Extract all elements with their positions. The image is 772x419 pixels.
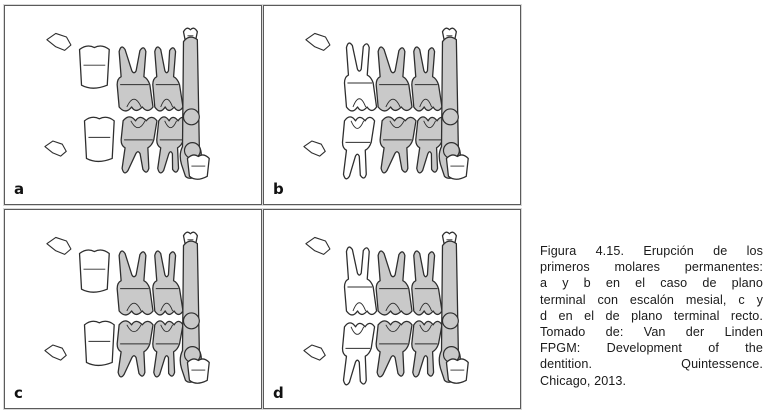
first-permanent-molar-upper (343, 42, 378, 112)
second-primary-molar-upper-cusp-line (385, 302, 401, 312)
second-primary-molar-upper (116, 250, 154, 316)
panel-label-c: c (14, 384, 23, 402)
panel-label-b: b (273, 180, 284, 198)
second-primary-molar-upper (116, 46, 154, 112)
first-permanent-molar-upper-bud (78, 249, 110, 293)
lower-canine-crown (186, 358, 210, 384)
first-permanent-molar-upper-cusp-line (352, 302, 367, 312)
first-primary-molar-upper (152, 46, 184, 112)
first-primary-molar-upper-cusp-line (419, 302, 433, 312)
fragment-upper-left (46, 236, 72, 255)
caption-line: Chicago, 2013. (540, 373, 627, 388)
caption-line: d en el de plano terminal recto. (540, 308, 763, 323)
second-primary-molar-upper (375, 250, 413, 316)
first-primary-molar-lower (411, 320, 443, 378)
fragment-lower-left (44, 344, 67, 361)
second-primary-molar-upper-cusp-line (126, 98, 142, 108)
first-primary-molar-lower (152, 320, 184, 378)
fragment-upper-left (46, 32, 72, 51)
dental-diagram-a (44, 27, 210, 180)
first-primary-molar-upper (411, 46, 443, 112)
first-permanent-molar-lower-cusp-line (350, 120, 365, 129)
fragment-upper-left (305, 236, 331, 255)
second-primary-molar-lower (379, 116, 417, 174)
first-primary-molar-lower-cusp-line (423, 120, 436, 129)
first-primary-molar-lower-cusp-line (419, 324, 433, 333)
first-primary-molar-upper-cusp-line (419, 98, 433, 108)
canine-root-crown (441, 312, 459, 330)
first-permanent-molar-lower-cusp-line (350, 326, 365, 335)
caption-line: Tomado de: Van der Linden (540, 325, 763, 340)
first-primary-molar-lower (156, 116, 188, 174)
lower-canine-crown (445, 358, 469, 384)
first-primary-molar-upper-cusp-line (160, 302, 174, 312)
first-primary-molar-upper (411, 250, 443, 316)
caption-line: a y b en el caso de plano (540, 276, 763, 291)
first-primary-molar-lower (415, 116, 447, 174)
second-primary-molar-lower (120, 116, 158, 174)
first-permanent-molar-lower (341, 322, 376, 386)
caption-line: dentition. Quintessence. (540, 357, 763, 372)
first-primary-molar-upper-cusp-line (160, 98, 174, 108)
panel-c: c (4, 209, 262, 409)
caption-line: primeros molares permanentes: (540, 260, 763, 275)
second-primary-molar-lower-cusp-line (126, 324, 142, 333)
fragment-lower-left (303, 344, 326, 361)
first-permanent-molar-upper-cusp-line (352, 98, 367, 108)
panel-a: a (4, 5, 262, 205)
first-primary-molar-lower-cusp-line (164, 120, 177, 129)
figure-caption: Figura 4.15. Erupción de los primeros mo… (540, 243, 763, 389)
second-primary-molar-upper-cusp-line (126, 302, 142, 312)
canine-root-crown (441, 108, 459, 126)
dental-diagram-d (303, 231, 469, 386)
first-permanent-molar-upper (343, 246, 378, 316)
second-primary-molar-lower-cusp-line (385, 324, 401, 333)
fragment-upper-left (305, 32, 331, 51)
canine-root-crown (182, 108, 200, 126)
first-permanent-molar-lower-bud (83, 116, 115, 163)
second-primary-molar-lower-cusp-line (389, 120, 405, 129)
caption-line: terminal con escalón mesial, c y (540, 292, 763, 307)
canine-root-crown (182, 312, 200, 330)
first-primary-molar-upper (152, 250, 184, 316)
second-primary-molar-lower (116, 320, 154, 378)
first-primary-molar-lower-cusp-line (160, 324, 174, 333)
fragment-lower-left (44, 140, 67, 157)
fragment-lower-left (303, 140, 326, 157)
first-permanent-molar-lower (341, 116, 376, 180)
second-primary-molar-lower (375, 320, 413, 378)
panel-b: b (263, 5, 521, 205)
dentition-figure: a b c d (4, 5, 521, 409)
panel-label-a: a (14, 180, 25, 198)
panel-d: d (263, 209, 521, 409)
lower-canine-crown (445, 154, 469, 180)
second-primary-molar-upper (375, 46, 413, 112)
panel-label-d: d (273, 384, 284, 402)
first-permanent-molar-upper-bud (78, 45, 110, 89)
first-permanent-molar-lower-bud (83, 320, 115, 367)
caption-line: Figura 4.15. Erupción de los (540, 244, 763, 258)
lower-canine-crown (186, 154, 210, 180)
second-primary-molar-lower-cusp-line (130, 120, 146, 129)
caption-line: FPGM: Development of the (540, 341, 763, 356)
dental-diagram-c (44, 231, 210, 384)
second-primary-molar-upper-cusp-line (385, 98, 401, 108)
dental-diagram-b (303, 27, 469, 180)
